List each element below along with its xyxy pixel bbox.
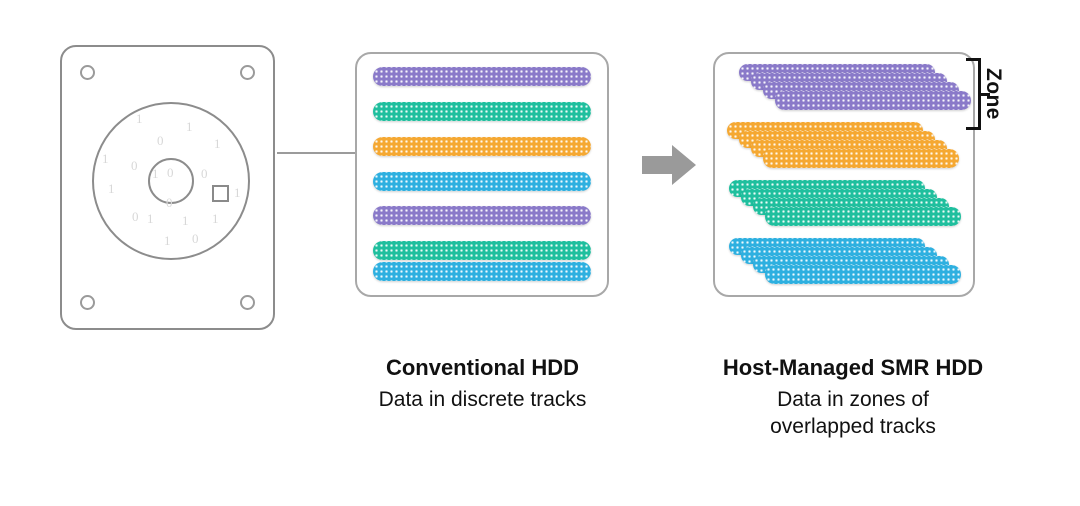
zone-1-track-4 bbox=[775, 91, 971, 110]
platter-bit: 1 bbox=[234, 185, 241, 200]
data-track-purple bbox=[373, 206, 591, 225]
platter-bit: 1 bbox=[102, 151, 109, 166]
screw-hole-top-left-icon bbox=[80, 65, 95, 80]
platter-bit: 0 bbox=[166, 195, 173, 210]
zone-3-track-4 bbox=[765, 207, 961, 226]
zone-2-track-4 bbox=[763, 149, 959, 168]
data-track-teal bbox=[373, 102, 591, 121]
platter-bit: 0 bbox=[225, 237, 232, 252]
screw-hole-bottom-left-icon bbox=[80, 295, 95, 310]
smr-caption-title: Host-Managed SMR HDD bbox=[722, 355, 984, 380]
platter-bit: 1 bbox=[136, 111, 143, 126]
transition-arrow-icon bbox=[640, 143, 698, 187]
conventional-caption-subtitle: Data in discrete tracks bbox=[378, 387, 587, 411]
platter-bit: 0 bbox=[201, 166, 208, 181]
zone-bracket-icon bbox=[966, 58, 990, 130]
host-managed-smr-hdd-panel bbox=[713, 52, 975, 297]
zone-label-text: Zone bbox=[982, 68, 1005, 120]
data-track-blue bbox=[373, 262, 591, 281]
platter-bit: 0 bbox=[132, 209, 139, 224]
platter-bit: 1 bbox=[108, 181, 115, 196]
platter-bit: 1 bbox=[106, 225, 113, 240]
conventional-caption-title: Conventional HDD bbox=[385, 355, 580, 380]
platter-bit: 0 bbox=[106, 245, 113, 260]
platter-bit: 1 bbox=[214, 239, 221, 254]
platter-bit: 0 bbox=[131, 158, 138, 173]
screw-hole-top-right-icon bbox=[240, 65, 255, 80]
platter-bit: 0 bbox=[167, 165, 174, 180]
conventional-hdd-panel bbox=[355, 52, 609, 297]
platter-bit: 0 bbox=[192, 231, 199, 246]
platter-bit: 0 bbox=[157, 133, 164, 148]
selected-sector-box[interactable] bbox=[212, 185, 229, 202]
platter-bit: 1 bbox=[164, 233, 171, 248]
zone-label: Zone bbox=[979, 58, 1007, 130]
data-track-orange bbox=[373, 137, 591, 156]
zone-4-track-4 bbox=[765, 265, 961, 284]
platter-bit: 1 bbox=[147, 211, 154, 226]
platter-bit: 1 bbox=[214, 136, 221, 151]
hard-disk-drive-illustration: 11011010011100111110100 bbox=[60, 45, 275, 330]
conventional-caption: Conventional HDD Data in discrete tracks bbox=[330, 355, 635, 413]
disk-platter: 11011010011100111110100 bbox=[92, 102, 250, 260]
screw-hole-bottom-right-icon bbox=[240, 295, 255, 310]
sector-to-panel-connector bbox=[277, 152, 357, 154]
data-track-blue bbox=[373, 172, 591, 191]
platter-bit: 1 bbox=[152, 166, 159, 181]
spindle-hub bbox=[148, 158, 194, 204]
platter-bit: 1 bbox=[212, 211, 219, 226]
platter-bit: 1 bbox=[186, 119, 193, 134]
platter-bit: 1 bbox=[182, 213, 189, 228]
data-track-teal bbox=[373, 241, 591, 260]
data-track-purple bbox=[373, 67, 591, 86]
